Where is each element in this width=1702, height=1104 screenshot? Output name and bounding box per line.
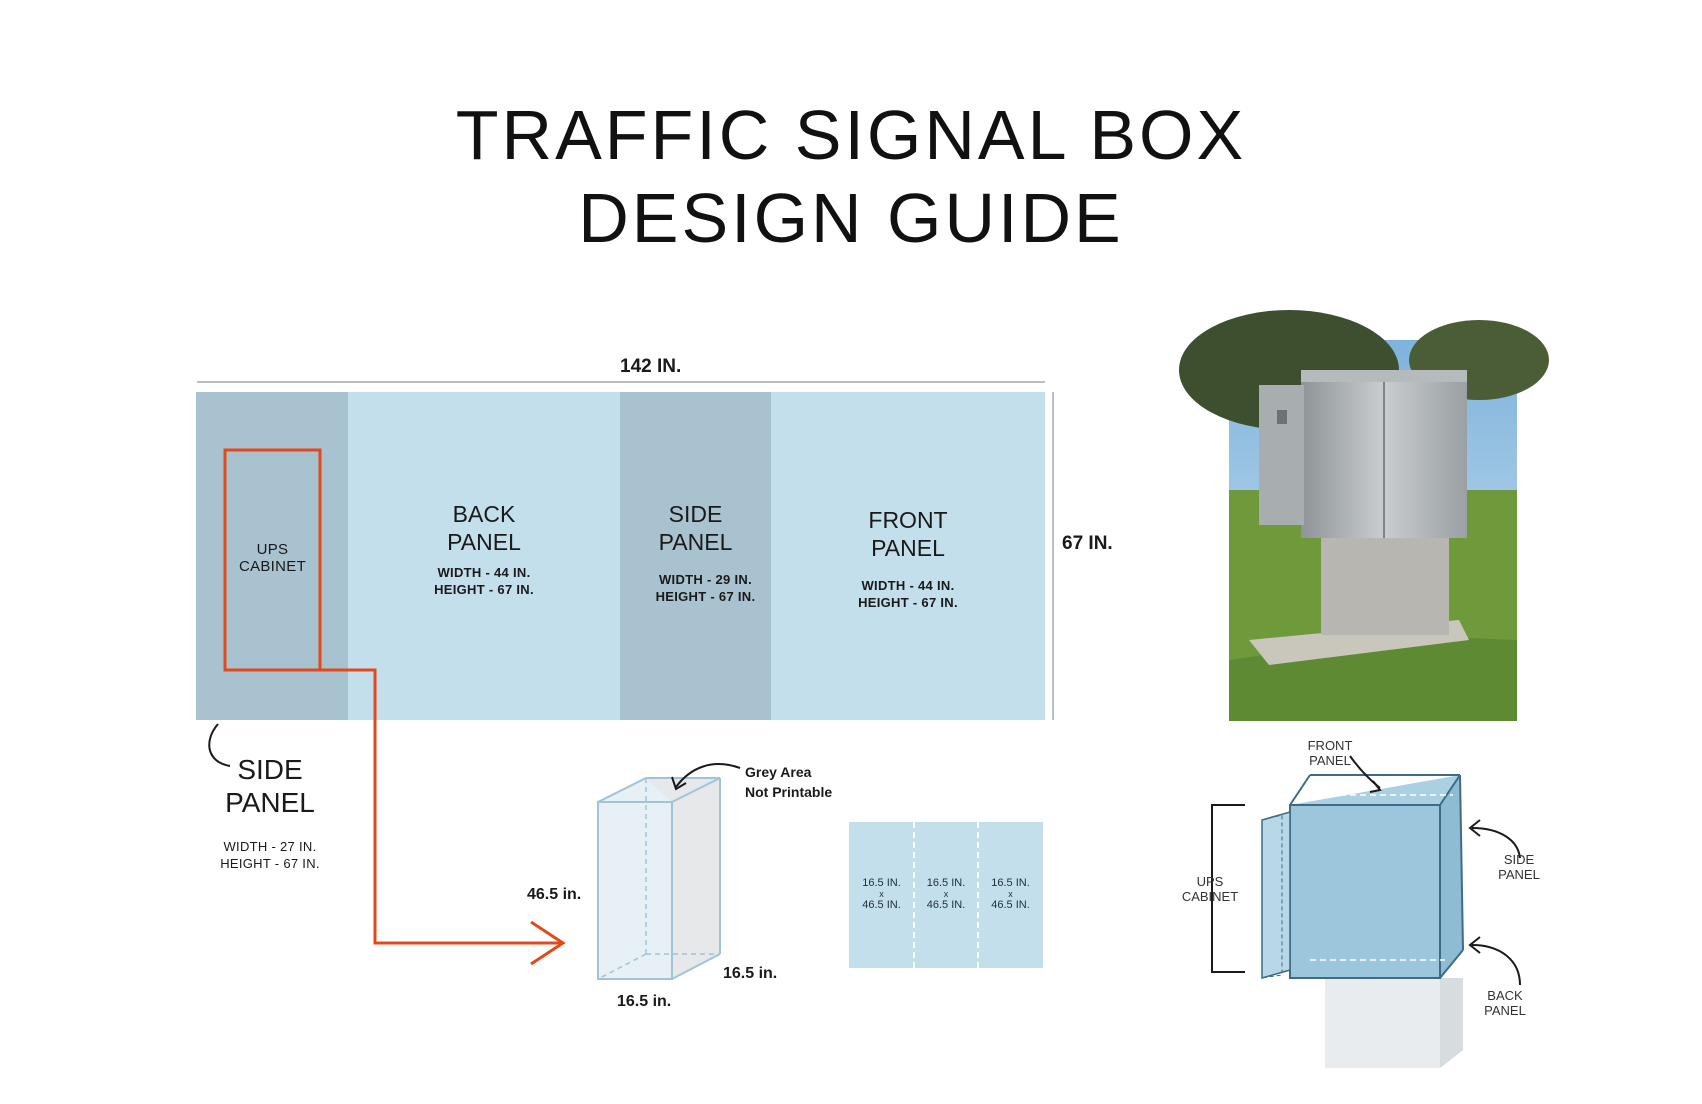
tile-cell-3-bottom: 46.5 IN.	[991, 899, 1030, 911]
front-panel-height: HEIGHT - 67 IN.	[858, 595, 958, 610]
box-side-panel-label: SIDE PANEL	[1484, 852, 1554, 882]
box-back-panel-label: BACK PANEL	[1470, 988, 1540, 1018]
ups-cabinet-line2: CABINET	[238, 558, 307, 575]
front-panel-name: FRONT PANEL	[771, 506, 1045, 562]
total-height-label: 67 IN.	[1062, 533, 1113, 554]
ups-height-label: 46.5 in.	[527, 886, 582, 903]
side-panel-mid-name2: PANEL	[658, 529, 733, 555]
tile-cell-1-x: x	[879, 889, 884, 899]
box-back-panel-line1: BACK	[1487, 988, 1523, 1003]
side-panel-mid	[620, 392, 771, 720]
side-panel-left-width: WIDTH - 27 IN.	[223, 839, 317, 854]
front-panel-width: WIDTH - 44 IN.	[861, 578, 955, 593]
tile-cell-3: 16.5 IN. x 46.5 IN.	[978, 877, 1043, 912]
side-panel-left-dims: WIDTH - 27 IN. HEIGHT - 67 IN.	[200, 838, 340, 872]
tile-grid	[849, 822, 1043, 968]
side-panel-left-name2: PANEL	[225, 787, 315, 818]
grey-area-line2: Not Printable	[745, 784, 833, 800]
traffic-box-photo	[1179, 310, 1549, 721]
tile-cell-1: 16.5 IN. x 46.5 IN.	[849, 877, 914, 912]
tile-cell-3-x: x	[1008, 889, 1013, 899]
back-panel-name2: PANEL	[447, 529, 521, 555]
box-front-panel-label: FRONT PANEL	[1295, 738, 1365, 768]
side-panel-mid-height: HEIGHT - 67 IN.	[655, 589, 756, 604]
side-panel-mid-width: WIDTH - 29 IN.	[658, 572, 753, 587]
tile-cell-2-top: 16.5 IN.	[926, 877, 966, 889]
front-panel	[771, 392, 1045, 720]
tile-cell-2: 16.5 IN. x 46.5 IN.	[914, 877, 978, 912]
grey-area-note: Grey Area Not Printable	[745, 762, 832, 802]
side-panel-left-name: SIDE PANEL	[200, 753, 340, 819]
grey-area-line1: Grey Area	[745, 764, 812, 780]
back-panel-height: HEIGHT - 67 IN.	[434, 582, 534, 597]
box-front-panel-line2: PANEL	[1309, 753, 1351, 768]
back-panel	[348, 392, 620, 720]
ups-depth-label: 16.5 in.	[723, 965, 778, 982]
side-panel-mid-name: SIDE PANEL	[620, 500, 771, 556]
ups-cabinet-label: UPS CABINET	[225, 541, 320, 575]
front-panel-name2: PANEL	[871, 535, 945, 561]
tile-cell-1-bottom: 46.5 IN.	[862, 899, 901, 911]
ups-cabinet-line1: UPS	[256, 541, 289, 558]
front-panel-dims: WIDTH - 44 IN. HEIGHT - 67 IN.	[771, 577, 1045, 611]
total-width-label: 142 IN.	[620, 356, 682, 377]
side-panel-left-height: HEIGHT - 67 IN.	[220, 856, 320, 871]
side-panel-left-name1: SIDE	[237, 754, 303, 785]
side-panel-mid-name1: SIDE	[668, 501, 723, 527]
box-ups-cabinet-label: UPS CABINET	[1170, 874, 1250, 904]
tile-cell-2-bottom: 46.5 IN.	[926, 899, 966, 911]
tile-cell-3-top: 16.5 IN.	[991, 877, 1030, 889]
box-side-panel-line2: PANEL	[1498, 867, 1540, 882]
box-ups-cabinet-line2: CABINET	[1181, 889, 1239, 904]
box-ups-cabinet-line1: UPS	[1196, 874, 1224, 889]
tile-cell-1-top: 16.5 IN.	[862, 877, 901, 889]
box-back-panel-line2: PANEL	[1484, 1003, 1526, 1018]
back-panel-dims: WIDTH - 44 IN. HEIGHT - 67 IN.	[348, 564, 620, 598]
title-line-1: TRAFFIC SIGNAL BOX	[455, 96, 1247, 174]
title-line-2: DESIGN GUIDE	[578, 179, 1124, 257]
back-panel-width: WIDTH - 44 IN.	[437, 565, 531, 580]
ups-width-label: 16.5 in.	[617, 993, 672, 1010]
front-panel-name1: FRONT	[868, 507, 948, 533]
back-panel-name1: BACK	[452, 501, 516, 527]
box-front-panel-line1: FRONT	[1307, 738, 1353, 753]
tile-cell-2-x: x	[943, 889, 949, 899]
box-side-panel-line1: SIDE	[1503, 852, 1535, 867]
side-panel-mid-dims: WIDTH - 29 IN. HEIGHT - 67 IN.	[630, 571, 781, 605]
back-panel-name: BACK PANEL	[348, 500, 620, 556]
